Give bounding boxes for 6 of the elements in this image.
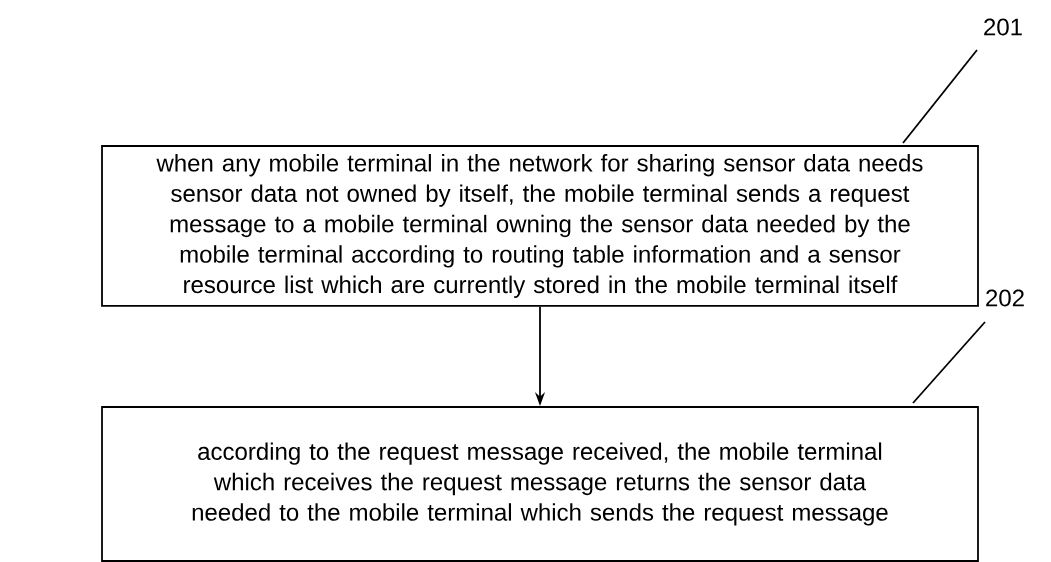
process-box: when any mobile terminal in the network for sharing sensor data needs sensor data not owned by itself, the mobile terminal sends a request message to a mobile terminal owning the sensor data needed by the mobile terminal according to routing table information and a sensor resource list which are currently stored in the mobile terminal itself <box>101 145 979 307</box>
leader-line <box>912 321 986 404</box>
leader-line <box>902 49 978 144</box>
callout-number: 202 <box>986 289 1024 307</box>
process-box: according to the request message received, the mobile terminal which receives the request message returns the sensor data needed to the mobile terminal which sends the request message <box>101 406 979 562</box>
callout-number: 201 <box>984 18 1022 36</box>
